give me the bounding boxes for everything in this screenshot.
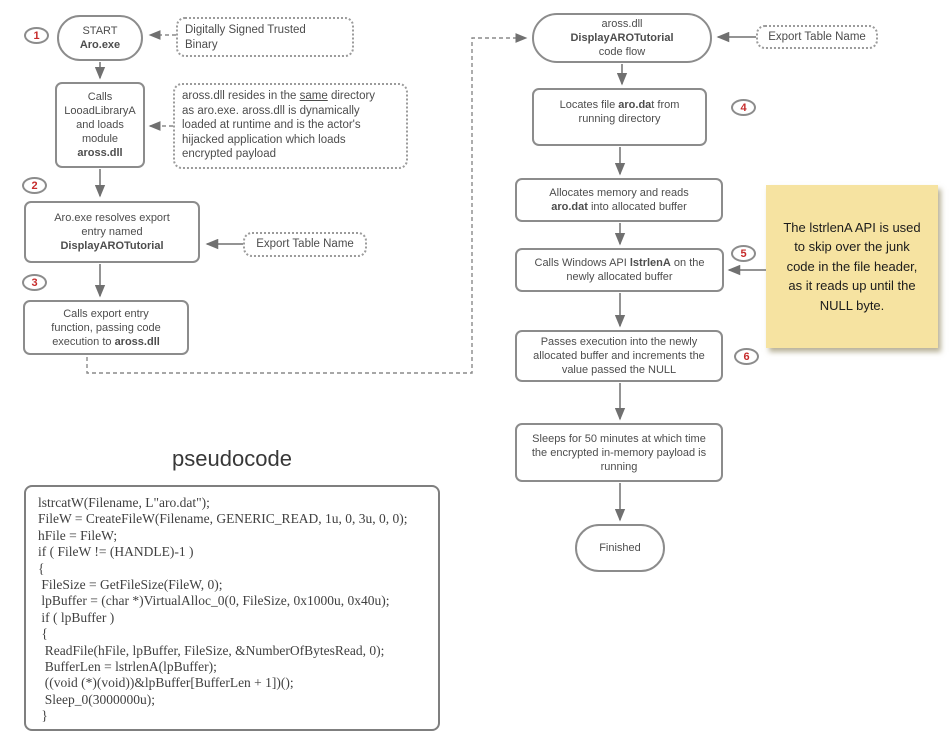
code-line: FileW = CreateFileW(Filename, GENERIC_RE… [38, 511, 408, 527]
start-terminator: START Aro.exe [57, 15, 143, 61]
text-line: Calls export entry [63, 307, 149, 320]
note-export-table-right: Export Table Name [756, 25, 878, 49]
text-line: execution to aross.dll [52, 335, 160, 348]
code-line: } [38, 708, 48, 724]
text-line: NULL byte. [819, 297, 885, 313]
text-line: Calls Windows API lstrlenA on the [534, 257, 705, 269]
text-line: the encrypted in-memory payload is [531, 446, 707, 459]
step-badge-3: 3 [22, 274, 47, 291]
code-line: ReadFile(hFile, lpBuffer, FileSize, &Num… [38, 642, 385, 658]
text-line: function, passing code [51, 321, 161, 334]
text-line: Passes execution into the newly [540, 336, 698, 348]
text-line: Export Table Name [768, 30, 866, 43]
text-line: LooadLibraryA [64, 105, 136, 117]
pseudocode-box: lstrcatW(Filename, L"aro.dat"); FileW = … [24, 485, 440, 731]
sticky-note-lstrlena: The lstrlenA API is used to skip over th… [766, 185, 938, 348]
step-badge-2: 2 [22, 177, 47, 194]
process-allocate-memory: Allocates memory and reads aro.dat into … [515, 178, 723, 222]
text-line: DisplayAROTutorial [60, 240, 164, 252]
code-line: lstrcatW(Filename, L"aro.dat"); [38, 495, 210, 510]
step-badge-4: 4 [731, 99, 756, 116]
text-line: to skip over the junk [794, 239, 910, 255]
badge-number: 5 [740, 247, 747, 260]
text-line: code in the file header, [786, 258, 918, 274]
text-line: START [82, 25, 118, 37]
text-line: aro.dat into allocated buffer [551, 201, 687, 213]
process-resolve-export: Aro.exe resolves export entry named Disp… [24, 201, 200, 263]
text-line: and loads [76, 119, 124, 131]
text-line: Finished [599, 542, 641, 554]
text-line: value passed the NULL [561, 364, 677, 376]
text-line: encrypted payload [182, 148, 276, 160]
text-line: Export Table Name [256, 238, 354, 251]
badge-number: 2 [31, 179, 38, 192]
text-line: Sleeps for 50 minutes at which time [532, 432, 706, 445]
text-line: running directory [578, 113, 661, 125]
text-line: loaded at runtime and is the actor's [182, 119, 361, 131]
text-line: Aro.exe resolves export [54, 212, 170, 224]
terminator-finished: Finished [575, 524, 665, 572]
badge-number: 3 [31, 276, 38, 289]
code-line: ((void (*)(void))&lpBuffer[BufferLen + 1… [38, 675, 294, 691]
text-line: as it reads up until the [788, 278, 916, 294]
code-line: hFile = FileW; [38, 527, 118, 543]
process-pass-execution: Passes execution into the newly allocate… [515, 330, 723, 382]
step-badge-6: 6 [734, 348, 759, 365]
text-line: as aro.exe. aross.dll is dynamically [182, 104, 360, 117]
note-digitally-signed: Digitally Signed Trusted Binary [176, 17, 354, 57]
process-sleep: Sleeps for 50 minutes at which time the … [515, 423, 723, 482]
code-line: { [38, 626, 48, 642]
text-line: code flow [598, 46, 646, 58]
text-line: module [81, 133, 119, 145]
text-line: Binary [185, 38, 218, 51]
step-badge-5: 5 [731, 245, 756, 262]
code-line: if ( FileW != (HANDLE)-1 ) [38, 544, 194, 560]
code-line: FileSize = GetFileSize(FileW, 0); [38, 577, 223, 593]
code-line: Sleep_0(3000000u); [38, 691, 155, 707]
badge-number: 1 [33, 29, 40, 42]
code-line: lpBuffer = (char *)VirtualAlloc_0(0, Fil… [38, 593, 390, 609]
text-line: entry named [81, 226, 143, 238]
step-badge-1: 1 [24, 27, 49, 44]
process-call-lstrlena: Calls Windows API lstrlenA on the newly … [515, 248, 724, 292]
text-line: Digitally Signed Trusted [185, 24, 306, 36]
terminator-aross-codeflow: aross.dll DisplayAROTutorial code flow [532, 13, 712, 63]
text-line: aross.dll [601, 18, 643, 30]
code-line: { [38, 560, 45, 576]
badge-number: 4 [740, 101, 747, 114]
code-line: BufferLen = lstrlenA(lpBuffer); [38, 659, 217, 675]
text-line: Locates file aro.dat from [559, 99, 680, 111]
text-line: newly allocated buffer [566, 271, 673, 283]
note-aross-resides: aross.dll resides in the same directory … [173, 83, 408, 169]
text-line: Allocates memory and reads [549, 187, 689, 199]
text-line: Aro.exe [79, 39, 121, 51]
note-export-table-left: Export Table Name [243, 232, 367, 257]
text-line: The lstrlenA API is used [783, 219, 921, 235]
text-line: allocated buffer and increments the [533, 350, 705, 362]
text-line: DisplayAROTutorial [570, 32, 674, 44]
text-line: hijacked application which loads [182, 133, 346, 146]
process-loadlibrary: Calls LooadLibraryA and loads module aro… [55, 82, 145, 168]
text-line: aross.dll [77, 147, 123, 159]
process-call-export: Calls export entry function, passing cod… [23, 300, 189, 355]
pseudocode-title: pseudocode [172, 446, 292, 471]
text-line: aross.dll resides in the same directory [182, 90, 376, 102]
process-locate-arodat: Locates file aro.dat from running direct… [532, 88, 707, 146]
text-line: Calls [87, 91, 113, 103]
text-line: running [600, 460, 638, 473]
code-line: if ( lpBuffer ) [38, 609, 115, 625]
badge-number: 6 [743, 350, 750, 363]
